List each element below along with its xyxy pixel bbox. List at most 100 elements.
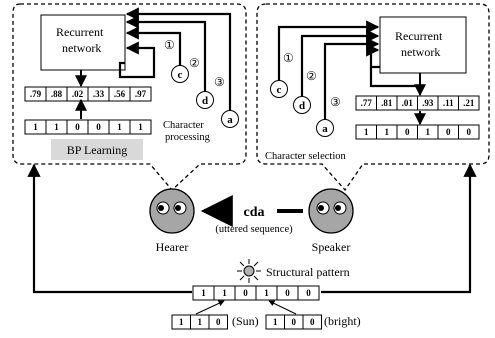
character-selection-label: Character selection bbox=[265, 151, 346, 162]
hearer-output-value-2: .02 bbox=[72, 89, 84, 99]
speaker-bit-cell-5 bbox=[458, 124, 480, 140]
hearer-char-d-circle bbox=[196, 91, 214, 109]
hearer-target-bits: 1 1 0 0 1 1 bbox=[24, 119, 152, 135]
character-processing-label-line1: Character bbox=[163, 120, 204, 131]
structural-cell-5 bbox=[297, 285, 320, 301]
bp-learning-box bbox=[51, 139, 143, 160]
speaker-order-3: ③ bbox=[330, 95, 341, 109]
hearer-order-3: ③ bbox=[214, 75, 225, 89]
bright-pattern-label: (bright) bbox=[324, 314, 361, 328]
bright-pattern-cell-2 bbox=[302, 314, 322, 330]
hearer-label: Hearer bbox=[156, 240, 189, 254]
structural-value-0: 1 bbox=[201, 288, 206, 298]
speaker-bit-value-5: 0 bbox=[467, 127, 472, 137]
sun-pattern-value-2: 0 bbox=[216, 317, 221, 327]
hearer-input-line-d bbox=[125, 15, 207, 92]
structural-pattern-label: Structural pattern bbox=[266, 265, 350, 279]
speaker-char-c: c bbox=[277, 84, 282, 96]
speaker-output-value-4: .11 bbox=[443, 98, 454, 108]
hearer-target-value-3: 0 bbox=[96, 122, 101, 132]
speaker-input-line-d bbox=[300, 29, 380, 96]
speaker-output-cell-5 bbox=[458, 95, 480, 111]
speaker-char-a-circle bbox=[316, 119, 334, 137]
hearer-thought-bubble bbox=[12, 3, 247, 191]
speaker-feedback-line bbox=[321, 163, 477, 294]
hearer-feedback-line bbox=[27, 163, 192, 294]
hearer-char-c: c bbox=[178, 69, 183, 81]
speaker-output-value-2: .01 bbox=[402, 98, 414, 108]
bright-to-pattern-arrow bbox=[268, 300, 297, 315]
sun-pattern-cell-2 bbox=[208, 314, 228, 330]
hearer-recurrent-network-box bbox=[40, 14, 126, 71]
speaker-bit-value-3: 1 bbox=[426, 127, 431, 137]
hearer-output-value-0: .79 bbox=[30, 89, 42, 99]
hearer-target-cell-5 bbox=[129, 119, 152, 135]
speaker-input-line-c bbox=[277, 20, 380, 80]
structural-value-1: 1 bbox=[222, 288, 227, 298]
speaker-order-1: ① bbox=[283, 51, 294, 65]
utterance-caption: (uttered sequence) bbox=[215, 224, 293, 235]
hearer-output-value-3: .33 bbox=[93, 89, 105, 99]
speaker-network-label-line1: Recurrent bbox=[395, 29, 443, 43]
bright-pattern-value-2: 0 bbox=[310, 317, 315, 327]
hearer-target-value-2: 0 bbox=[75, 122, 80, 132]
hearer-output-cell-5 bbox=[129, 86, 152, 102]
character-processing-label-line2: processing bbox=[165, 132, 211, 143]
speaker-output-value-0: .77 bbox=[361, 98, 373, 108]
bp-learning-label: BP Learning bbox=[67, 143, 128, 157]
utterance-text: cda bbox=[244, 205, 265, 220]
speaker-face bbox=[308, 188, 354, 234]
structural-value-5: 0 bbox=[306, 288, 311, 298]
hearer-output-value-5: .97 bbox=[135, 89, 147, 99]
speaker-label: Speaker bbox=[312, 240, 351, 254]
speaker-char-d: d bbox=[299, 100, 305, 112]
hearer-order-1: ① bbox=[164, 38, 175, 52]
bright-pattern-value-1: 0 bbox=[292, 317, 297, 327]
hearer-input-line-a bbox=[125, 7, 232, 110]
hearer-face bbox=[149, 188, 195, 234]
hearer-target-value-0: 1 bbox=[33, 122, 38, 132]
speaker-order-2: ② bbox=[306, 69, 317, 83]
structural-value-3: 1 bbox=[264, 288, 269, 298]
speaker-input-line-a bbox=[323, 37, 380, 120]
speaker-char-c-circle bbox=[270, 80, 288, 98]
sun-icon bbox=[237, 259, 261, 283]
hearer-target-value-1: 1 bbox=[54, 122, 59, 132]
speaker-network-label-line2: network bbox=[401, 45, 440, 59]
speaker-output-value-3: .93 bbox=[422, 98, 434, 108]
hearer-char-a-circle bbox=[221, 110, 239, 128]
structural-pattern-bits: 1 1 0 1 0 0 bbox=[192, 285, 320, 301]
sun-pattern-value-1: 1 bbox=[198, 317, 203, 327]
speaker-bit-value-0: 1 bbox=[364, 127, 369, 137]
structural-value-2: 0 bbox=[243, 288, 248, 298]
hearer-output-value-1: .88 bbox=[51, 89, 63, 99]
sun-pattern-value-0: 1 bbox=[179, 317, 184, 327]
speaker-bit-value-2: 0 bbox=[405, 127, 410, 137]
hearer-char-d: d bbox=[202, 95, 208, 107]
hearer-output-value-4: .56 bbox=[114, 89, 126, 99]
speaker-output-value-5: .21 bbox=[463, 98, 475, 108]
speaker-char-a: a bbox=[322, 123, 328, 135]
hearer-network-label-line2: network bbox=[62, 41, 101, 55]
hearer-target-value-4: 1 bbox=[117, 122, 122, 132]
sun-pattern-label: (Sun) bbox=[232, 314, 259, 328]
hearer-output-values: .79 .88 .02 .33 .56 .97 bbox=[24, 86, 152, 102]
sun-to-pattern-arrow bbox=[195, 300, 225, 315]
speaker-bit-value-1: 1 bbox=[385, 127, 390, 137]
speaker-char-d-circle bbox=[293, 96, 311, 114]
hearer-order-2: ② bbox=[189, 56, 200, 70]
speaker-output-values: .77 .81 .01 .93 .11 .21 bbox=[355, 95, 480, 111]
speaker-recurrent-loop bbox=[366, 43, 380, 69]
structural-value-4: 0 bbox=[285, 288, 290, 298]
speaker-recurrent-network-box bbox=[379, 16, 467, 74]
speaker-thought-bubble bbox=[256, 3, 490, 192]
hearer-target-value-5: 1 bbox=[138, 122, 143, 132]
speaker-bit-value-4: 0 bbox=[446, 127, 451, 137]
speaker-output-value-1: .81 bbox=[381, 98, 393, 108]
hearer-input-line-c bbox=[125, 26, 182, 75]
hearer-char-c-circle bbox=[171, 65, 189, 83]
hearer-recurrent-loop bbox=[118, 41, 156, 79]
speaker-loop-base bbox=[369, 67, 420, 88]
